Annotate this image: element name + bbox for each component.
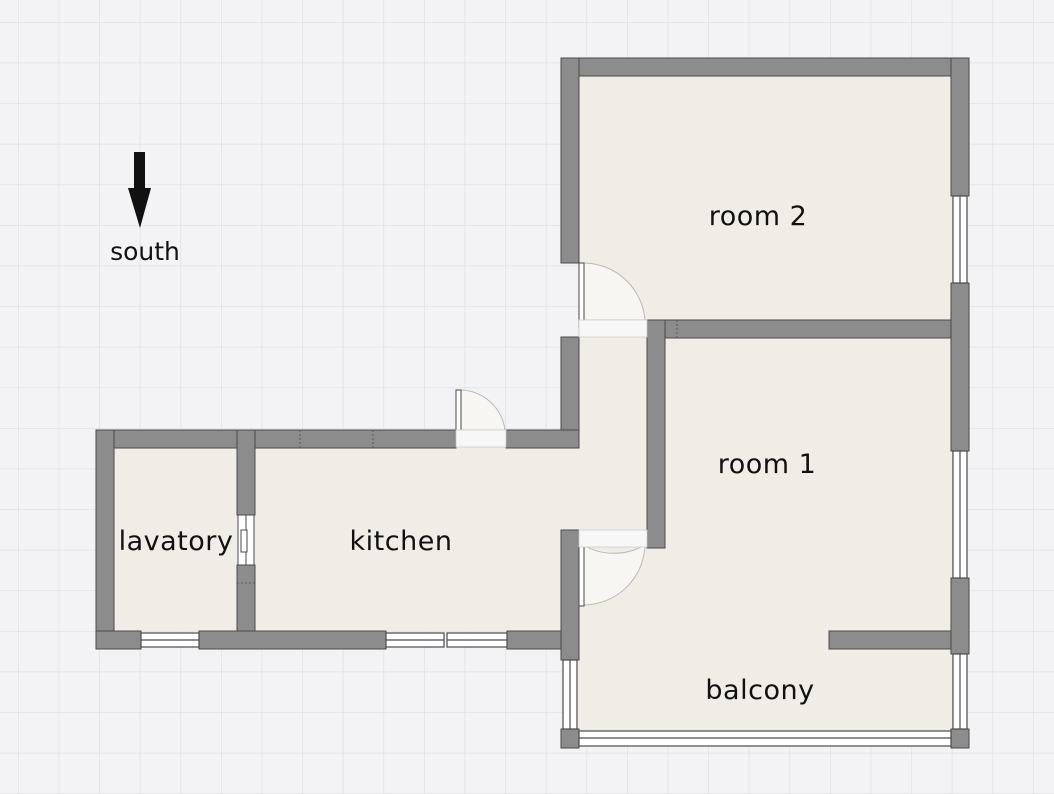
room-2-label: room 2 xyxy=(709,201,808,232)
wall-corridor-left xyxy=(560,57,580,264)
room-1-label: room 1 xyxy=(718,449,817,480)
wall-balcony-divider xyxy=(828,630,952,650)
wall-kitchen-room1 xyxy=(560,529,580,661)
compass-label: south xyxy=(110,237,180,266)
wall-right-3 xyxy=(950,577,970,655)
floor-kitchen xyxy=(255,447,578,631)
wall-lavatory-kitchen-1 xyxy=(236,429,256,516)
kitchen-label: kitchen xyxy=(350,526,453,557)
floor-room-2 xyxy=(578,75,951,320)
doors xyxy=(237,262,648,607)
wall-right-2 xyxy=(950,282,970,452)
lavatory-label: lavatory xyxy=(119,526,234,557)
wall-balcony-right xyxy=(950,728,970,749)
wall-right-1 xyxy=(950,57,970,197)
floor-room-1 xyxy=(578,337,951,632)
floor-lavatory xyxy=(113,447,237,631)
wall-kitchen-top-right xyxy=(505,429,580,449)
windows xyxy=(140,195,968,747)
floors xyxy=(113,75,951,731)
walls xyxy=(95,57,970,749)
wall-kitchen-top-left xyxy=(95,429,457,449)
door-kitchen-top xyxy=(455,389,507,448)
arrow-down-icon xyxy=(128,152,151,228)
door-lavatory xyxy=(237,514,255,566)
wall-bottom-2 xyxy=(198,630,387,650)
balcony-label: balcony xyxy=(705,675,814,706)
door-room1 xyxy=(578,529,648,607)
wall-room2-room1 xyxy=(646,319,952,339)
compass: south xyxy=(110,152,180,266)
wall-bottom-1 xyxy=(95,630,142,650)
wall-top xyxy=(560,57,970,77)
wall-lavatory-left xyxy=(95,429,115,650)
wall-balcony-left xyxy=(560,728,580,749)
wall-seams xyxy=(237,320,678,584)
wall-corridor-right xyxy=(646,319,666,549)
door-room2 xyxy=(578,262,648,338)
